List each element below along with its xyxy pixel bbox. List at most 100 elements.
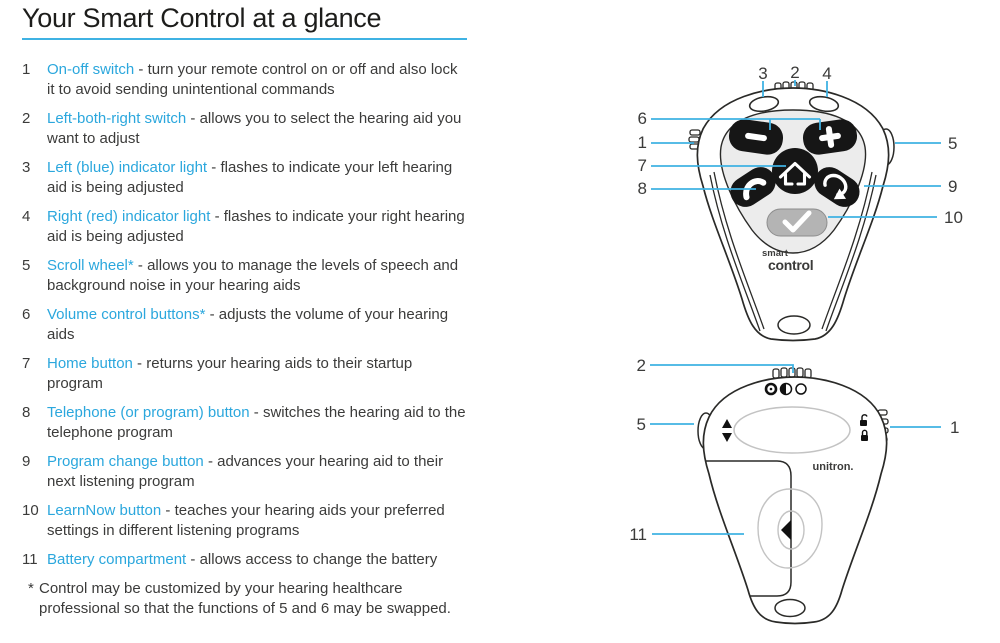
item-term: Home button — [47, 355, 133, 372]
item-description: flashes to indicate your right hearing a… — [47, 208, 465, 245]
item-number: 11 — [22, 551, 38, 568]
selector-position-icons — [764, 382, 807, 396]
item-separator: - — [203, 453, 218, 470]
device-brand-small: smart — [762, 248, 789, 259]
footnote-text: Control may be customized by your hearin… — [39, 580, 451, 617]
item-number: 6 — [22, 306, 31, 323]
selector-switch-ridge-back — [772, 367, 812, 379]
callout-back-11: 11 — [629, 525, 647, 544]
lanyard-hole-back — [774, 598, 806, 618]
right-indicator-light — [808, 95, 840, 113]
item-separator: - — [186, 551, 200, 568]
item-separator: - — [161, 502, 175, 519]
learnnow-button — [766, 208, 828, 237]
item-number: 5 — [22, 257, 31, 274]
item-number: 2 — [22, 110, 31, 127]
notch-arrow-icon — [781, 520, 791, 540]
item-description: teaches your hearing aids your preferred… — [47, 502, 445, 539]
home-icon — [778, 161, 812, 186]
item-number: 4 — [22, 208, 31, 225]
item-number: 3 — [22, 159, 31, 176]
plus-icon — [819, 126, 841, 148]
callout-6: 6 — [638, 109, 647, 128]
item-separator: - — [186, 110, 200, 127]
callout-4: 4 — [822, 64, 831, 83]
item-description: switches the hearing aid to the telephon… — [47, 404, 466, 441]
remote-body-back — [702, 376, 888, 625]
left-indicator-light — [748, 95, 780, 113]
program-change-button — [814, 167, 860, 207]
callout-9: 9 — [948, 177, 957, 196]
back-brand: unitron. — [813, 461, 854, 473]
left-crease — [709, 174, 761, 332]
callout-back-2: 2 — [637, 356, 646, 375]
item-separator: - — [134, 61, 148, 78]
loop-arrow-icon — [823, 173, 848, 200]
back-callout-lines — [650, 364, 941, 535]
item-description: turn your remote control on or off and a… — [47, 61, 458, 98]
item-separator: - — [249, 404, 263, 421]
lock-icon — [861, 429, 868, 441]
unlock-icon — [860, 414, 868, 426]
item-term: Battery compartment — [47, 551, 187, 568]
item-separator: - — [210, 208, 224, 225]
item-separator: - — [132, 355, 147, 372]
item-separator: - — [205, 306, 219, 323]
item-term: LearnNow button — [47, 502, 162, 519]
item-number: 7 — [22, 355, 31, 372]
footnote: * Control may be customized by your hear… — [22, 579, 467, 619]
callout-back-1: 1 — [950, 418, 959, 437]
item-number: 8 — [22, 404, 31, 421]
volume-up-button — [802, 119, 858, 155]
right-crease — [825, 174, 877, 332]
left-crease-inner — [713, 171, 765, 330]
callout-7: 7 — [638, 156, 647, 175]
device-brand-large: control — [768, 257, 813, 273]
glossary-list: 1 On-off switch - turn your remote contro… — [22, 60, 467, 570]
item-term: Telephone (or program) button — [47, 404, 250, 421]
callout-10: 10 — [944, 208, 963, 227]
checkmark-icon — [782, 210, 812, 233]
glossary-item: 10 LearnNow button - teaches your hearing… — [22, 501, 467, 541]
item-description: advances your hearing aid to their next … — [47, 453, 444, 490]
home-button — [772, 148, 818, 194]
glossary-item: 4 Right (red) indicator light - flashes t… — [22, 207, 467, 247]
callout-2: 2 — [790, 63, 799, 82]
item-term: Right (red) indicator light — [47, 208, 211, 225]
phone-icon — [743, 178, 767, 201]
item-description: allows you to select the hearing aid you… — [47, 110, 462, 147]
item-term: Program change button — [47, 453, 204, 470]
telephone-button — [730, 167, 776, 207]
front-view-diagram: smart control 3 2 4 6 1 7 8 5 9 10 — [638, 63, 963, 342]
item-description: allows you to manage the levels of speec… — [47, 257, 459, 294]
back-view-diagram: unitron. 2 5 1 11 — [629, 356, 959, 625]
item-separator: - — [133, 257, 148, 274]
lanyard-hole — [777, 315, 811, 335]
glossary-item: 8 Telephone (or program) button - switche… — [22, 403, 467, 443]
page-title: Your Smart Control at a glance — [22, 2, 467, 40]
item-separator: - — [207, 159, 221, 176]
item-number: 10 — [22, 502, 39, 519]
item-number: 1 — [22, 61, 31, 78]
label-recess — [733, 406, 851, 454]
callout-1: 1 — [638, 133, 647, 152]
front-callout-lines — [651, 80, 941, 218]
glossary-item: 1 On-off switch - turn your remote contro… — [22, 60, 467, 100]
footnote-marker: * — [28, 580, 34, 597]
minus-icon — [745, 132, 767, 142]
text-column: Your Smart Control at a glance 1 On-off s… — [22, 0, 467, 619]
callout-8: 8 — [638, 179, 647, 198]
thumb-groove — [757, 488, 823, 569]
callout-3: 3 — [758, 64, 767, 83]
item-term: Left (blue) indicator light — [47, 159, 208, 176]
item-term: Volume control buttons* — [47, 306, 206, 323]
callout-back-5: 5 — [637, 415, 646, 434]
item-term: On-off switch — [47, 61, 135, 78]
